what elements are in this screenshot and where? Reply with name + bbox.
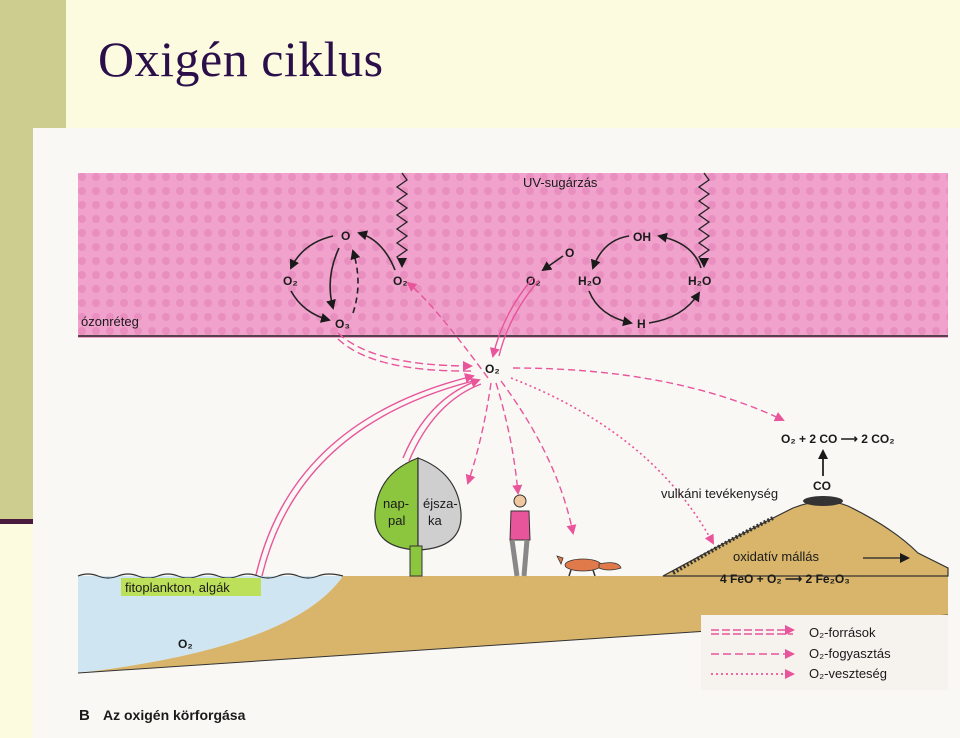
consumption-arrow-stratosphere: [406, 281, 489, 379]
water-body: [78, 576, 343, 673]
slide-title: Oxigén ciklus: [98, 31, 384, 87]
ozone-layer-label: ózonréteg: [81, 314, 139, 329]
source-arrow-tree: [402, 377, 481, 459]
human-figure: [509, 494, 531, 577]
volcano: [662, 500, 949, 577]
water-h2o-left: H₂O: [578, 274, 601, 288]
tree-day-half: [374, 457, 419, 551]
consumption-arrow-tree-night: [465, 382, 492, 485]
iron-reaction: 4 FeO + O₂ ⟶ 2 Fe₂O₃: [720, 572, 850, 586]
tree-night-line1: éjsza-: [423, 496, 458, 511]
uv-ray-right: [697, 172, 711, 265]
ozone-o3: O₃: [335, 317, 350, 331]
o2-center: O₂: [485, 362, 500, 376]
ground: [78, 576, 948, 673]
water-surface: [77, 573, 344, 579]
water-h2o-right: H₂O: [688, 274, 711, 288]
water-h: H: [637, 317, 646, 331]
fox-figure: [556, 555, 622, 577]
ozone-arrow-4: [350, 249, 361, 314]
ozone-arrow-5: [357, 230, 396, 271]
water-o: O: [565, 246, 574, 260]
oxygen-cycle-diagram: UV-sugárzás ózonréteg O O₂ O₂ O₃ OH O O₂…: [77, 172, 949, 724]
figure-caption: Az oxigén körforgása: [103, 707, 246, 723]
consumption-arrow-fox: [500, 380, 577, 535]
source-arrow-water: [489, 277, 534, 358]
plankton-label: fitoplankton, algák: [125, 580, 230, 595]
legend: O₂-források O₂-fogyasztás O₂-veszteség: [701, 615, 948, 690]
ozone-arrow-3: [326, 247, 340, 310]
o2-water: O₂: [178, 637, 193, 651]
ozone-arrow-2: [290, 290, 331, 323]
legend-loss-label: O₂-veszteség: [809, 666, 887, 681]
consumption-arrow-human: [495, 382, 523, 495]
co-label: CO: [813, 479, 831, 493]
tree-day-line2: pal: [388, 513, 405, 528]
weathering-label: oxidatív mállás: [733, 549, 819, 564]
uv-ray-left: [395, 172, 409, 265]
co-reaction: O₂ + 2 CO ⟶ 2 CO₂: [781, 432, 895, 446]
consumption-arrow-co: [512, 367, 785, 422]
water-arrow-4: [648, 291, 701, 324]
volcano-crater: [803, 496, 843, 506]
plankton-box: [121, 578, 261, 596]
water-o2: O₂: [526, 274, 541, 288]
water-arrow-1: [657, 232, 702, 269]
uv-label: UV-sugárzás: [523, 175, 598, 190]
water-arrow-3: [588, 290, 633, 327]
water-arrow-5: [541, 255, 564, 272]
stratosphere-band: [78, 173, 948, 338]
loss-arrow-weathering: [510, 377, 714, 545]
ozone-o2-left: O₂: [283, 274, 298, 288]
ozone-o: O: [341, 229, 350, 243]
legend-source-label: O₂-források: [809, 625, 876, 640]
tree-night-line2: ka: [428, 513, 443, 528]
oxygen-cycle-figure: UV-sugárzás ózonréteg O O₂ O₂ O₃ OH O O₂…: [33, 128, 960, 738]
ozone-arrow-1: [289, 235, 334, 270]
water-arrow-2: [590, 235, 630, 270]
ozone-o2-right: O₂: [393, 274, 408, 288]
tree-trunk: [409, 545, 423, 577]
volcano-label: vulkáni tevékenység: [661, 486, 778, 501]
tree-night-half: [417, 457, 462, 551]
tree-day-line1: nap-: [383, 496, 409, 511]
water-oh: OH: [633, 230, 651, 244]
legend-consumption-label: O₂-fogyasztás: [809, 646, 891, 661]
caption-letter: B: [79, 707, 90, 724]
